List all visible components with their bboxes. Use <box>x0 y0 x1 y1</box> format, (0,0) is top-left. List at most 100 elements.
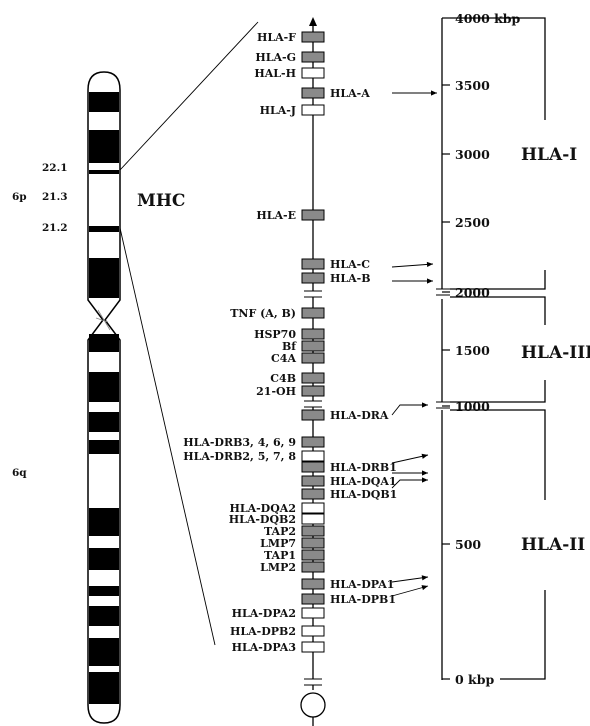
band-dark <box>89 130 119 163</box>
scale-break-bg <box>436 289 450 299</box>
gene-item: 21-OH <box>256 385 325 398</box>
gene-item: TNF (A, B) <box>230 307 325 320</box>
gene-box <box>301 593 325 605</box>
gene-item: HLA-DPB1 <box>301 593 396 606</box>
gene-label: HLA-DQB2 <box>229 513 296 526</box>
gene-label: HLA-A <box>330 87 370 100</box>
gene-box <box>301 513 325 525</box>
band-dark <box>89 334 119 352</box>
scale-tick-label: 0 kbp <box>455 672 494 687</box>
gene-label: HLA-B <box>330 272 371 285</box>
gene-box <box>301 104 325 116</box>
gene-arrows <box>391 90 437 597</box>
axis-break-bg <box>304 291 322 297</box>
centromere-circle <box>300 692 326 718</box>
gene-label: 21-OH <box>256 385 296 398</box>
arrowhead <box>427 278 433 284</box>
arrowhead <box>421 585 428 591</box>
scale-tick-label: 3500 <box>455 78 490 93</box>
band-label-21-3: 21.3 <box>42 191 68 203</box>
gene-position-arrow <box>391 585 429 597</box>
gene-position-arrow <box>391 404 428 416</box>
scale-tick-label: 2500 <box>455 215 490 230</box>
gene-box <box>301 258 325 270</box>
gene-label: Bf <box>282 340 297 353</box>
gene-box <box>301 87 325 99</box>
bracket-hla-i-bottom <box>450 270 546 290</box>
gene-box <box>301 67 325 79</box>
gene-box <box>301 436 325 448</box>
arrowhead <box>422 470 428 476</box>
gene-item: HLA-DQB2 <box>229 513 325 526</box>
gene-item: HLA-DRB2, 5, 7, 8 <box>183 450 325 463</box>
gene-box <box>301 352 325 364</box>
gene-item: HLA-F <box>257 31 325 44</box>
gene-box <box>301 461 325 473</box>
gene-label: TAP1 <box>264 549 296 562</box>
gene-box <box>301 549 325 561</box>
gene-position-arrow <box>391 479 428 489</box>
band-dark <box>89 586 119 596</box>
arrowhead <box>426 261 433 268</box>
gene-label: HLA-DRB1 <box>330 461 397 474</box>
mhc-label: MHC <box>137 191 185 211</box>
gene-box <box>301 537 325 549</box>
axis-arrowhead <box>309 17 317 26</box>
gene-item: C4A <box>271 352 325 365</box>
gene-label: HSP70 <box>254 328 296 341</box>
bracket-hla-iii-bottom <box>450 380 546 403</box>
gene-label: HLA-DRB3, 4, 6, 9 <box>183 436 296 449</box>
gene-item: HLA-A <box>301 87 370 100</box>
gene-box <box>301 272 325 284</box>
class-brackets <box>450 17 546 680</box>
gene-item: HLA-E <box>256 209 325 222</box>
arrowhead <box>422 402 428 408</box>
chromosome-dark-bands <box>89 92 119 704</box>
gene-item: HLA-DRB3, 4, 6, 9 <box>183 436 325 449</box>
band-dark <box>89 170 119 174</box>
gene-label: HLA-F <box>257 31 296 44</box>
axis-break-bg <box>304 679 322 685</box>
class-label-hla-iii: HLA-III <box>521 343 590 363</box>
gene-item: HSP70 <box>254 328 325 341</box>
gene-item: HLA-B <box>301 272 371 285</box>
gene-box <box>301 307 325 319</box>
band-label-22-1: 22.1 <box>42 162 68 174</box>
zoom-line-bottom <box>119 227 216 646</box>
gene-item: HLA-DPA3 <box>232 641 325 654</box>
gene-label: HLA-DPA1 <box>330 578 394 591</box>
gene-label: LMP7 <box>260 537 296 550</box>
gene-box <box>301 607 325 619</box>
bracket-hla-iii-top <box>450 296 546 325</box>
arrowhead <box>422 477 428 483</box>
bracket-hla-ii-bottom <box>500 590 546 680</box>
gene-label: TNF (A, B) <box>230 307 296 320</box>
gene-box <box>301 475 325 487</box>
gene-item: HLA-DQA2 <box>229 502 325 515</box>
scale-tick-label: 1500 <box>455 343 490 358</box>
band-dark <box>89 258 119 298</box>
gene-label: HLA-DPA3 <box>232 641 296 654</box>
band-dark <box>89 606 119 626</box>
gene-item: HLA-DRB1 <box>301 461 397 474</box>
gene-label: HLA-DPB2 <box>230 625 296 638</box>
gene-box <box>301 372 325 384</box>
arrowhead <box>431 90 437 96</box>
arm-label-6q: 6q <box>12 467 27 479</box>
gene-item: HLA-DPA1 <box>301 578 394 591</box>
band-dark <box>89 92 119 112</box>
gene-item: HLA-DPB2 <box>230 625 325 638</box>
gene-box <box>301 209 325 221</box>
gene-item: Bf <box>282 340 325 353</box>
gene-item: HLA-DPA2 <box>232 607 325 620</box>
gene-position-arrow <box>391 576 429 583</box>
gene-axis <box>300 17 326 726</box>
gene-box <box>301 641 325 653</box>
scale-tick-label: 3000 <box>455 147 490 162</box>
gene-label: LMP2 <box>260 561 296 574</box>
gene-label: HLA-DQA1 <box>330 475 397 488</box>
band-dark <box>89 638 119 666</box>
